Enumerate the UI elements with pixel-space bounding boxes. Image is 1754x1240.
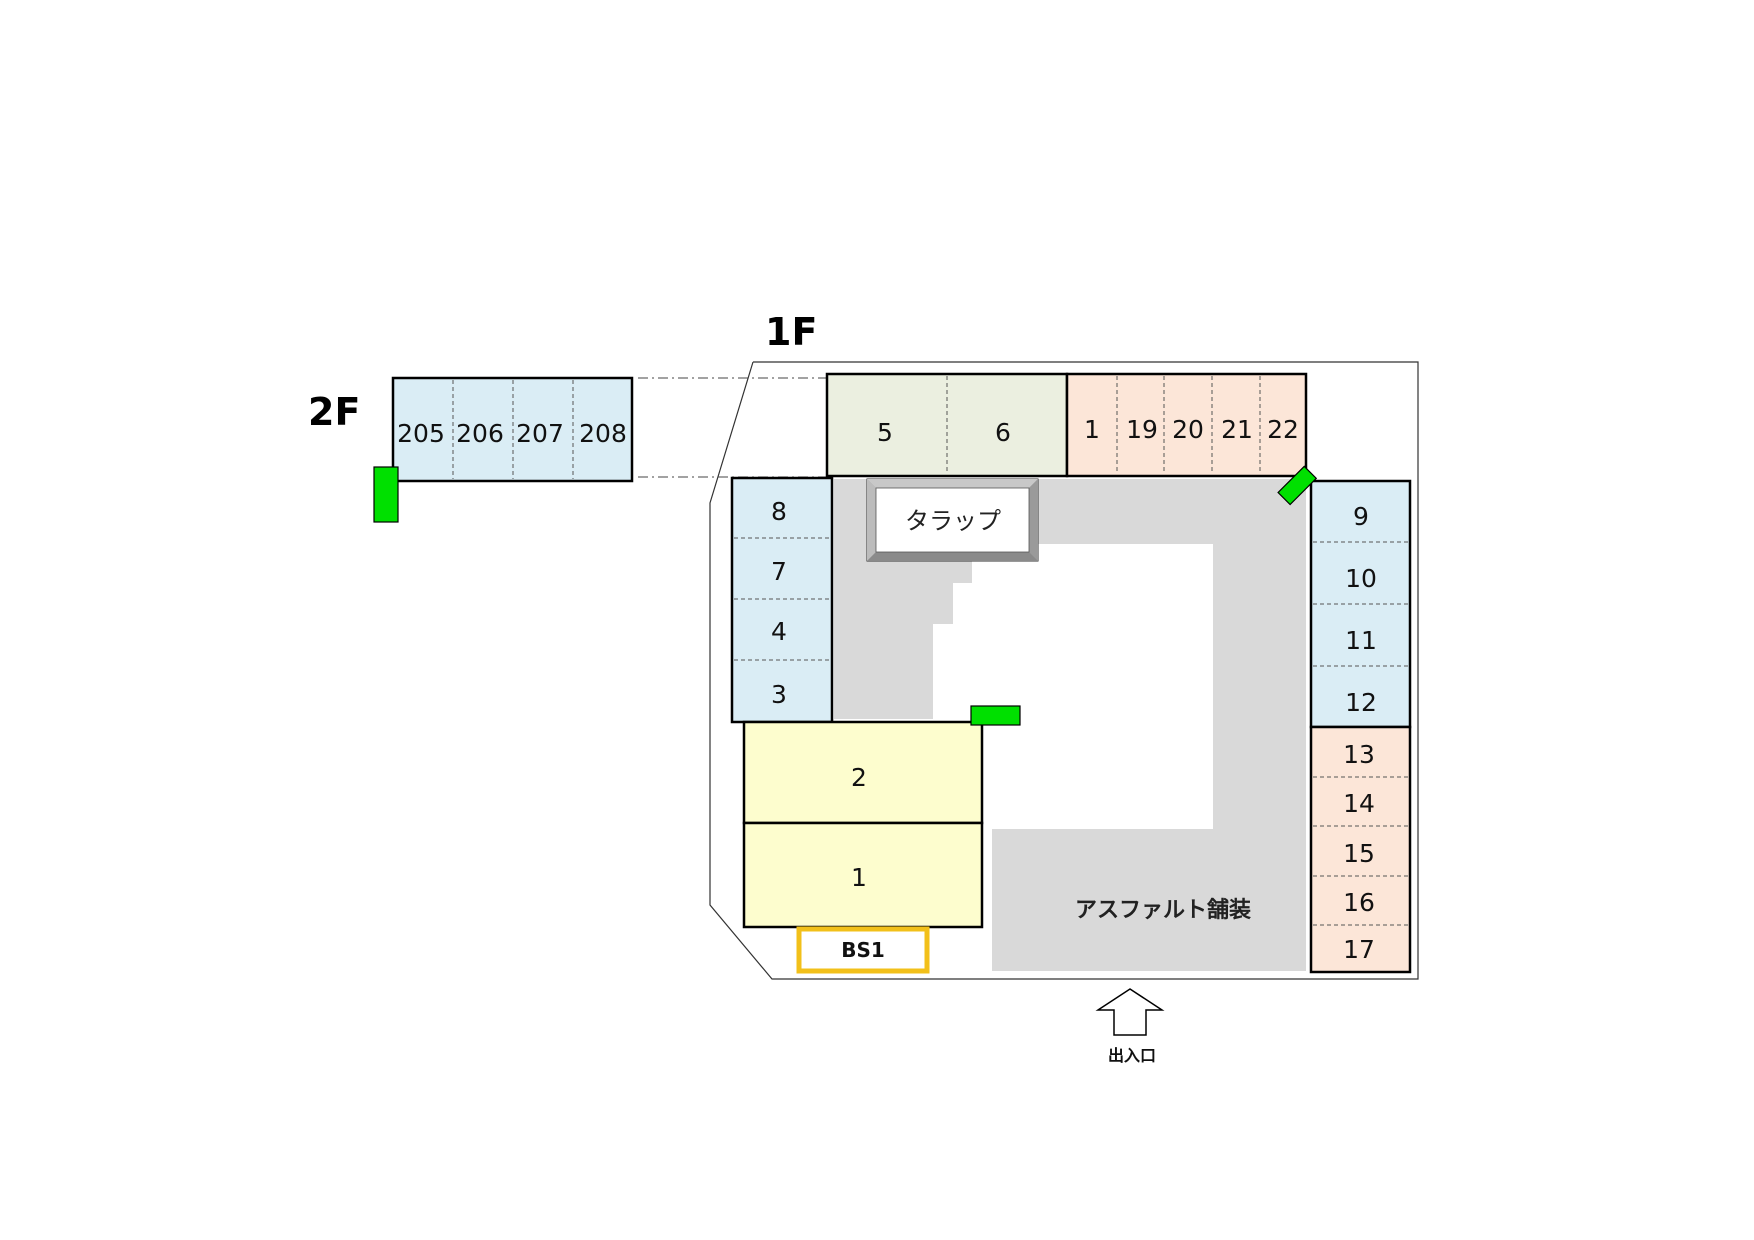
unit-9: 9 (1353, 502, 1369, 531)
site-boundary (709, 361, 1419, 980)
unit-14: 14 (1343, 789, 1375, 818)
block-yellow-2 (742, 720, 984, 825)
unit-4: 4 (771, 617, 787, 646)
unit-3: 3 (771, 680, 787, 709)
block-left-blue-dividers (734, 537, 830, 661)
block-top-orange-dividers (1116, 376, 1261, 474)
unit-6: 6 (995, 418, 1011, 447)
unit-17: 17 (1343, 935, 1375, 964)
block-2f-dividers (452, 380, 574, 479)
block-yellow-1 (742, 821, 984, 929)
unit-207: 207 (516, 419, 564, 448)
block-left-blue (730, 476, 834, 724)
trap-box (866, 478, 1039, 562)
unit-2: 2 (851, 763, 867, 792)
unit-206: 206 (456, 419, 504, 448)
unit-22: 22 (1267, 415, 1299, 444)
green-marker-center (970, 705, 1021, 726)
asphalt-label: アスファルト舗装 (1075, 897, 1251, 923)
floor-label-2f: 2F (308, 390, 360, 434)
unit-20: 20 (1172, 415, 1204, 444)
bs1-box (796, 926, 930, 974)
block-right-orange (1309, 725, 1412, 974)
unit-12: 12 (1345, 688, 1377, 717)
unit-21: 21 (1221, 415, 1253, 444)
bs1-label: BS1 (841, 938, 885, 962)
unit-1-bottom: 1 (851, 863, 867, 892)
entrance-label: 出入口 (1108, 1046, 1156, 1065)
unit-1-top: 1 (1084, 415, 1100, 444)
unit-7: 7 (771, 557, 787, 586)
unit-205: 205 (397, 419, 445, 448)
unit-11: 11 (1345, 626, 1377, 655)
unit-16: 16 (1343, 888, 1375, 917)
trap-label: タラップ (905, 507, 1001, 535)
block-top-orange (1065, 372, 1308, 478)
unit-19: 19 (1126, 415, 1158, 444)
unit-5: 5 (877, 418, 893, 447)
unit-13: 13 (1343, 740, 1375, 769)
unit-208: 208 (579, 419, 627, 448)
block-right-orange-dividers (1313, 776, 1408, 926)
green-marker-2f (373, 466, 399, 523)
green-marker-corner (1277, 465, 1318, 506)
unit-8: 8 (771, 497, 787, 526)
entrance-arrow-icon (1095, 988, 1165, 1036)
unit-10: 10 (1345, 564, 1377, 593)
floor-label-1f: 1F (765, 310, 817, 354)
unit-15: 15 (1343, 839, 1375, 868)
block-right-blue-dividers (1313, 541, 1408, 667)
